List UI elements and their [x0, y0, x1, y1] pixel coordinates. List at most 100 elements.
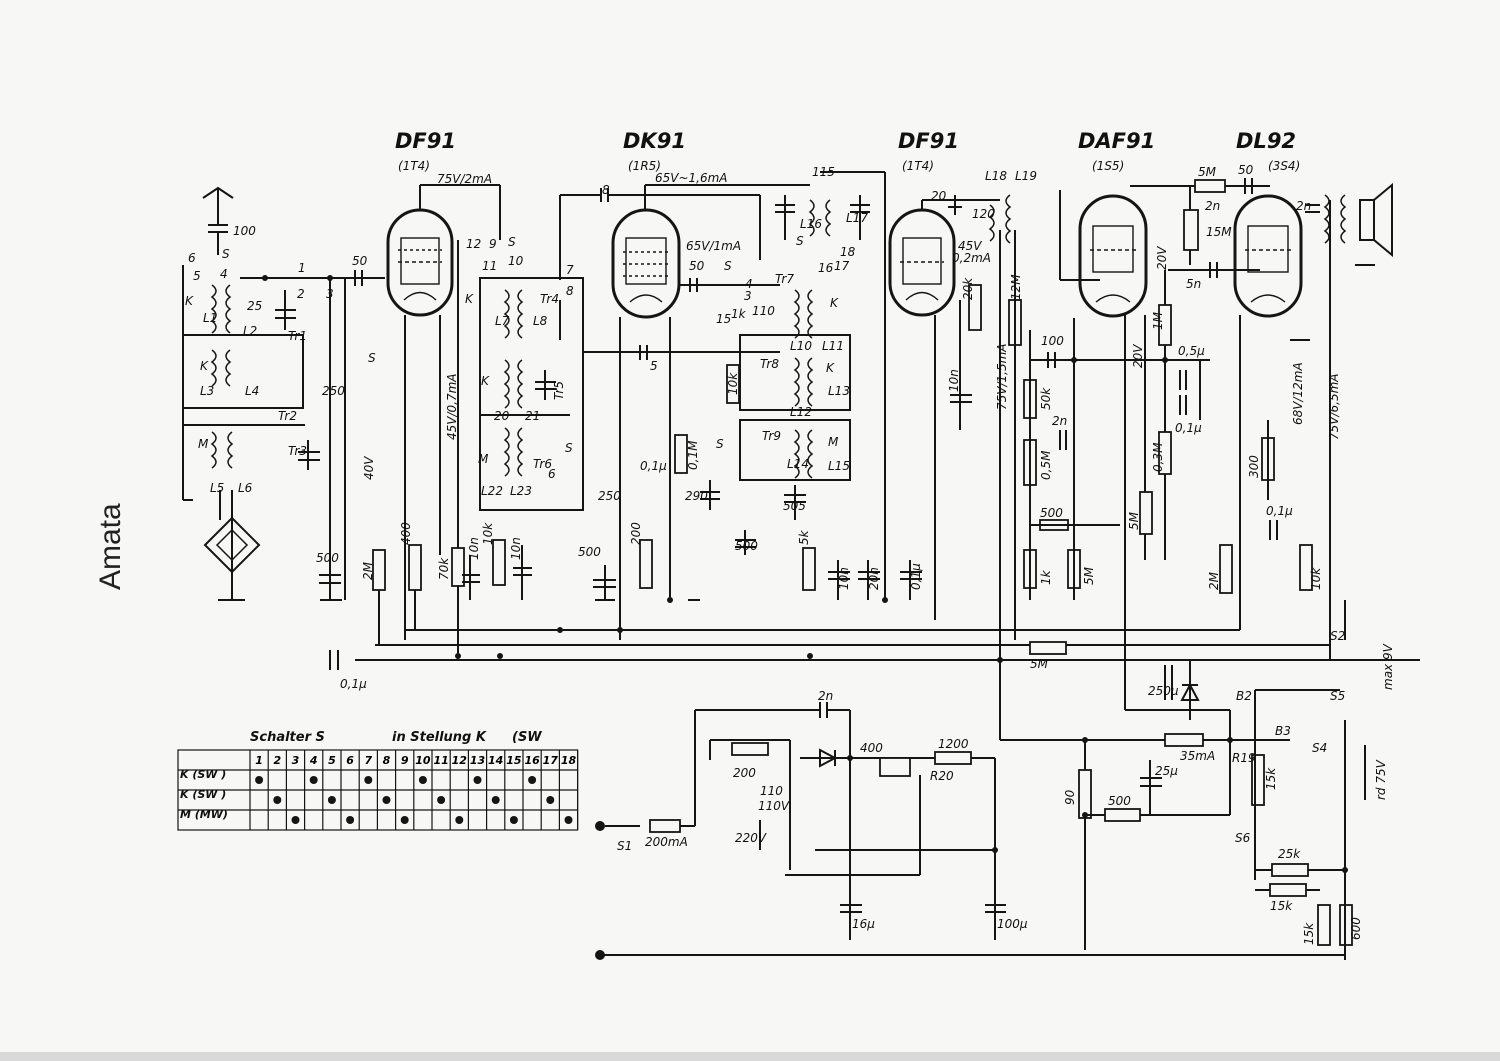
table-row-label: K (SW ) — [180, 788, 226, 801]
label-r400b: 400 — [860, 741, 883, 755]
label-c500b: 500 — [578, 545, 601, 559]
table-column-header: 16 — [524, 754, 540, 767]
label-n21: 21 — [525, 409, 540, 423]
label-l7: L7 — [495, 314, 510, 328]
label-s4: S4 — [1312, 741, 1327, 755]
label-l2: L2 — [243, 324, 257, 338]
tube-type: DAF91 — [1078, 129, 1155, 153]
label-l8: L8 — [533, 314, 548, 328]
label-l17: L17 — [846, 211, 868, 225]
table-title: Schalter S — [250, 730, 325, 745]
label-c100: 100 — [233, 224, 256, 238]
label-c2nc: 2n — [1296, 199, 1311, 213]
label-r400: 400 — [399, 522, 413, 545]
label-c505: 505 — [783, 499, 806, 513]
table-position-mark — [473, 776, 482, 784]
label-n110: 110 — [760, 784, 783, 798]
label-l6: L6 — [238, 481, 253, 495]
label-ma35: 35mA — [1180, 749, 1215, 763]
label-l18: L18 — [985, 169, 1007, 183]
tube-equivalent: (1T4) — [398, 159, 430, 173]
table-column-header: 18 — [561, 754, 577, 767]
label-r5md: 5M — [1030, 657, 1049, 671]
table-title-rest: in Stellung K — [392, 730, 487, 745]
label-c50b: 50 — [689, 259, 705, 273]
label-c500a: 500 — [316, 551, 339, 565]
label-v68: 68V/12mA — [1291, 362, 1305, 425]
label-l1: L1 — [203, 311, 217, 325]
label-c16: 16μ — [852, 917, 875, 931]
label-sw5: 5 — [193, 269, 201, 283]
label-n12: 12 — [466, 237, 481, 251]
label-r20: R20 — [930, 769, 954, 783]
label-k1: K — [200, 359, 209, 373]
label-l23: L23 — [510, 484, 532, 498]
side-title: Amata — [94, 503, 127, 590]
label-n3b: 3 — [744, 289, 752, 303]
label-r2ma: 2M — [361, 561, 375, 580]
label-k1b: K — [481, 374, 490, 388]
label-tr2: Tr2 — [278, 409, 297, 423]
table-column-header: 9 — [401, 754, 409, 767]
label-v45: 45V/0,7mA — [445, 373, 459, 440]
label-c50c: 50 — [1238, 163, 1254, 177]
label-s6: S6 — [1235, 831, 1251, 845]
tube-envelope-3 — [888, 208, 956, 317]
table-position-mark — [327, 796, 336, 804]
table-column-header: 11 — [433, 754, 448, 767]
label-c120: 120 — [972, 207, 995, 221]
label-n1: 1 — [298, 261, 306, 275]
tube-type: DF91 — [898, 129, 959, 153]
tube-header-4: DAF91 (1S5) — [1078, 129, 1155, 173]
table-position-mark — [455, 816, 464, 824]
label-c8: 8 — [602, 183, 610, 197]
label-c01u: 0,1μ — [640, 459, 667, 473]
label-tr3: Tr3 — [288, 444, 307, 458]
table-row-label: K (SW ) — [180, 768, 226, 781]
tube-equivalent: (1T4) — [902, 159, 934, 173]
table-position-mark — [309, 776, 318, 784]
label-c250u: 250μ — [1148, 684, 1179, 698]
label-v20b: 20V — [1131, 344, 1145, 368]
label-sw6: 6 — [188, 251, 196, 265]
table-column-header: 1 — [255, 754, 263, 767]
tube-header-2: DK91 (1R5) — [623, 129, 686, 173]
label-l10: L10 — [790, 339, 812, 353]
label-tr4: Tr4 — [540, 292, 559, 306]
table-position-mark — [509, 816, 518, 824]
label-r70k: 70k — [437, 557, 451, 580]
table-column-header: 17 — [543, 754, 559, 767]
label-c2nb: 2n — [1205, 199, 1220, 213]
table-position-mark — [273, 796, 282, 804]
label-l11: L11 — [822, 339, 844, 353]
label-n20: 20 — [494, 409, 510, 423]
label-v75-65: 75V/6,5mA — [1327, 373, 1341, 440]
label-n15: 15 — [716, 312, 731, 326]
label-n7: 7 — [566, 263, 574, 277]
junction-dots — [262, 275, 1348, 960]
label-r200: 200 — [629, 522, 643, 545]
table-column-header: 10 — [415, 754, 431, 767]
label-m3: M — [828, 435, 839, 449]
label-v40: 40V — [362, 456, 376, 480]
label-c250: 250 — [322, 384, 345, 398]
label-v220: 220V — [735, 831, 767, 845]
label-kii3: K — [830, 296, 839, 310]
tube-envelope-1 — [386, 208, 454, 317]
tube-envelope-5 — [1233, 194, 1303, 318]
table-title-sw: (SW — [512, 730, 542, 745]
label-n10: 10 — [508, 254, 524, 268]
label-kii: K — [185, 294, 194, 308]
label-si2: S — [368, 351, 376, 365]
label-c25: 25 — [247, 299, 262, 313]
tube-header-3: DF91 (1T4) — [898, 129, 959, 173]
label-v65-16: 65V~1,6mA — [655, 171, 728, 185]
label-n17: 17 — [834, 259, 850, 273]
table-column-header: 12 — [452, 754, 468, 767]
label-l22: L22 — [481, 484, 503, 498]
table-column-header: 14 — [488, 754, 503, 767]
label-n115: 115 — [812, 165, 835, 179]
